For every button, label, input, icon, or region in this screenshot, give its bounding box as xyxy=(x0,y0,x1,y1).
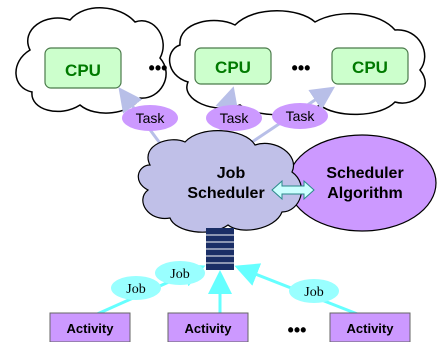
scheduler-algorithm-line2: Algorithm xyxy=(327,185,403,202)
cpu-label-2: CPU xyxy=(215,58,251,77)
scheduler-algorithm-line1: Scheduler xyxy=(326,165,403,182)
job-scheduler-cloud xyxy=(137,130,303,233)
task-label-2: Task xyxy=(220,110,250,126)
cpu-label-1: CPU xyxy=(65,61,101,80)
cpu-box-3 xyxy=(331,47,409,85)
job-bubble-2 xyxy=(155,261,205,285)
cpu-ellipsis-right: ••• xyxy=(292,58,311,78)
job-scheduler-line2: Scheduler xyxy=(187,185,264,202)
job-bubble-3 xyxy=(289,279,339,303)
job-label-1: Job xyxy=(126,282,145,297)
cpu-label-3: CPU xyxy=(352,58,388,77)
task-bubble-3 xyxy=(272,103,328,129)
cpu-ellipsis-left: ••• xyxy=(149,58,168,78)
double-arrow-icon xyxy=(271,179,315,201)
task-label-3: Task xyxy=(286,108,316,124)
activity-box-1 xyxy=(49,312,131,342)
task-bubble-2 xyxy=(206,105,262,131)
job-bubble-1 xyxy=(111,276,161,300)
activity-label-1: Activity xyxy=(67,321,115,336)
activity-box-2 xyxy=(167,312,249,342)
activity-label-2: Activity xyxy=(185,321,233,336)
activity-label-3: Activity xyxy=(347,321,395,336)
job-scheduler-line1: Job xyxy=(217,165,246,182)
job-label-2: Job xyxy=(170,267,189,282)
activity-box-3 xyxy=(329,312,411,342)
scheduler-algorithm-ellipse xyxy=(287,134,437,232)
cpu-box-1 xyxy=(44,47,122,89)
task-label-1: Task xyxy=(136,110,166,126)
task-bubble-1 xyxy=(122,105,178,131)
job-label-3: Job xyxy=(304,285,323,300)
job-queue-icon xyxy=(206,228,234,270)
activity-ellipsis: ••• xyxy=(288,320,307,340)
cpu-box-2 xyxy=(194,47,272,85)
